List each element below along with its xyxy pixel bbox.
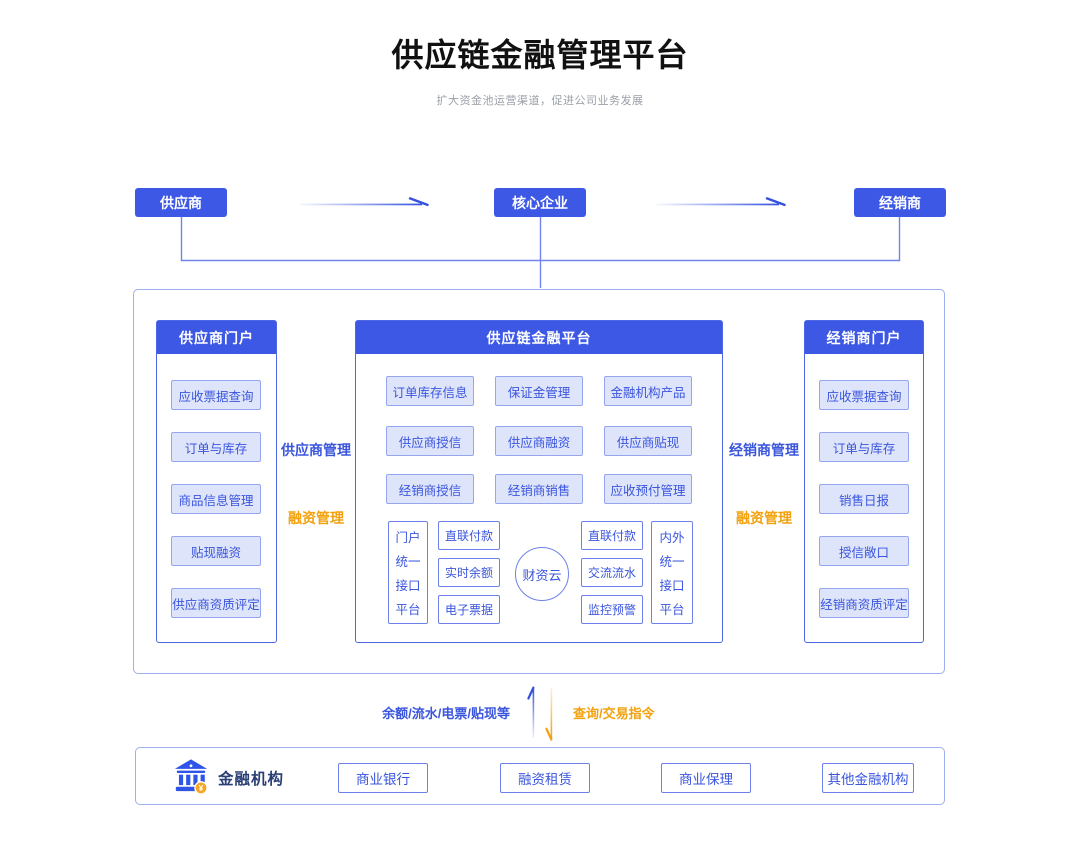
node-core-enterprise: 核心企业: [494, 188, 586, 217]
institutions-label: 金融机构: [218, 771, 285, 788]
query-instruction-label: 查询/交易指令: [573, 706, 655, 721]
supplier-portal-title: 供应商门户: [157, 321, 276, 354]
distributor-portal-panel: 经销商门户 应收票据查询 订单与库存 销售日报 授信敞口 经销商资质评定: [804, 320, 924, 643]
external-interface-line-2: 接口: [659, 579, 685, 593]
supplier-portal-item-2: 商品信息管理: [171, 484, 261, 514]
portal-unified-interface-box: 门户 统一 接口 平台: [388, 521, 428, 624]
supplier-management-label: 供应商管理: [281, 442, 351, 458]
distributor-management-label: 经销商管理: [729, 442, 799, 458]
portal-interface-line-1: 统一: [395, 555, 421, 569]
platform-module-7: 经销商销售: [495, 474, 583, 504]
node-supplier: 供应商: [135, 188, 227, 217]
institution-item-2: 商业保理: [661, 763, 751, 793]
platform-module-5: 供应商贴现: [604, 426, 692, 456]
platform-module-4: 供应商融资: [495, 426, 583, 456]
platform-module-8: 应收预付管理: [604, 474, 692, 504]
institution-item-3: 其他金融机构: [822, 763, 914, 793]
supplier-portal-item-3: 贴现融资: [171, 536, 261, 566]
balance-flow-label: 余额/流水/电票/贴现等: [382, 706, 510, 721]
left-service-1: 实时余额: [438, 558, 500, 587]
right-financing-management-label: 融资管理: [736, 510, 792, 526]
distributor-portal-item-3: 授信敞口: [819, 536, 909, 566]
finance-platform-title: 供应链金融平台: [356, 321, 722, 354]
arrow-up-balance-flow: [527, 686, 535, 738]
platform-module-0: 订单库存信息: [386, 376, 474, 406]
platform-module-6: 经销商授信: [386, 474, 474, 504]
arrow-core-to-distributor: [657, 197, 786, 207]
left-service-0: 直联付款: [438, 521, 500, 550]
page-subtitle: 扩大资金池运营渠道，促进公司业务发展: [436, 95, 644, 107]
platform-module-2: 金融机构产品: [604, 376, 692, 406]
finance-platform-panel: 供应链金融平台 订单库存信息 保证金管理 金融机构产品 供应商授信 供应商融资 …: [355, 320, 723, 643]
portal-interface-line-2: 接口: [395, 579, 421, 593]
supplier-portal-item-4: 供应商资质评定: [171, 588, 261, 618]
distributor-portal-item-1: 订单与库存: [819, 432, 909, 462]
supplier-portal-item-1: 订单与库存: [171, 432, 261, 462]
treasury-cloud-circle: 财资云: [515, 547, 569, 601]
institutions-container: ¥ 金融机构 商业银行 融资租赁 商业保理 其他金融机构: [135, 747, 945, 805]
institution-item-0: 商业银行: [338, 763, 428, 793]
arrow-down-query-instruction: [545, 688, 553, 741]
platform-module-1: 保证金管理: [495, 376, 583, 406]
external-unified-interface-box: 内外 统一 接口 平台: [651, 521, 693, 624]
left-service-2: 电子票据: [438, 595, 500, 624]
page-title: 供应链金融管理平台: [391, 37, 689, 73]
supplier-portal-item-0: 应收票据查询: [171, 380, 261, 410]
distributor-portal-item-2: 销售日报: [819, 484, 909, 514]
platform-module-3: 供应商授信: [386, 426, 474, 456]
external-interface-line-0: 内外: [659, 531, 685, 545]
node-distributor: 经销商: [854, 188, 946, 217]
arrow-supplier-to-core: [300, 197, 429, 207]
distributor-portal-item-0: 应收票据查询: [819, 380, 909, 410]
distributor-portal-title: 经销商门户: [805, 321, 923, 354]
institution-item-1: 融资租赁: [500, 763, 590, 793]
right-service-2: 监控预警: [581, 595, 643, 624]
coin-badge-icon: [194, 781, 208, 795]
distributor-portal-item-4: 经销商资质评定: [819, 588, 909, 618]
right-service-1: 交流流水: [581, 558, 643, 587]
top-bracket-connector: [180, 217, 901, 288]
left-financing-management-label: 融资管理: [288, 510, 344, 526]
external-interface-line-3: 平台: [659, 603, 685, 617]
supplier-portal-panel: 供应商门户 应收票据查询 订单与库存 商品信息管理 贴现融资 供应商资质评定: [156, 320, 277, 643]
portal-interface-line-0: 门户: [395, 531, 421, 545]
right-service-0: 直联付款: [581, 521, 643, 550]
external-interface-line-1: 统一: [659, 555, 685, 569]
coin-symbol: ¥: [199, 784, 204, 793]
bank-icon: ¥: [174, 759, 208, 795]
portal-interface-line-3: 平台: [395, 603, 421, 617]
